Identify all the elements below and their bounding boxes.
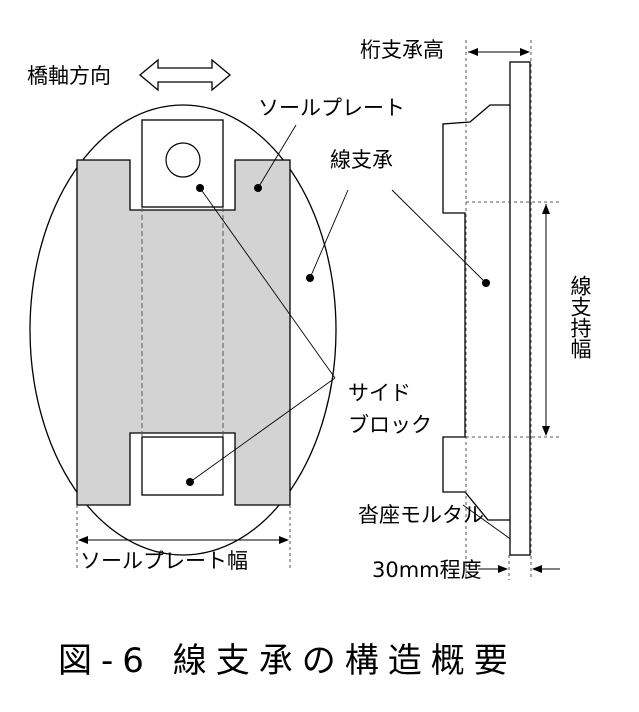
bed-mortar-label: 沓座モルタル	[358, 503, 484, 527]
side-block-bottom	[141, 436, 224, 496]
side-block-label-2: ブロック	[348, 413, 432, 437]
leader-lines	[189, 124, 517, 544]
bearing-profile	[442, 104, 510, 521]
mortar-thickness-label: 30mm程度	[372, 558, 482, 582]
hole-circle	[165, 142, 201, 178]
sole-plate-label: ソールプレート	[258, 96, 405, 120]
arrow-head-icon	[468, 48, 478, 56]
arrow-head-icon	[78, 536, 88, 544]
line-bearing-label: 線支承	[330, 148, 393, 172]
side-block-label-1: サイド	[348, 381, 411, 405]
girder-bearing-height-label: 桁支承高	[360, 38, 444, 62]
sole-plate-width-label: ソールプレート幅	[80, 549, 248, 573]
line-support-width-label: 線支持幅	[568, 275, 592, 359]
bridge-axis-label: 橋軸方向	[27, 64, 111, 88]
double-arrow-icon	[138, 58, 232, 92]
figure-caption: 図-6 線支承の構造概要	[58, 641, 517, 681]
arrow-head-icon	[542, 204, 550, 214]
bed-mortar-layer	[509, 61, 531, 556]
line-bearing-outline	[29, 104, 337, 556]
